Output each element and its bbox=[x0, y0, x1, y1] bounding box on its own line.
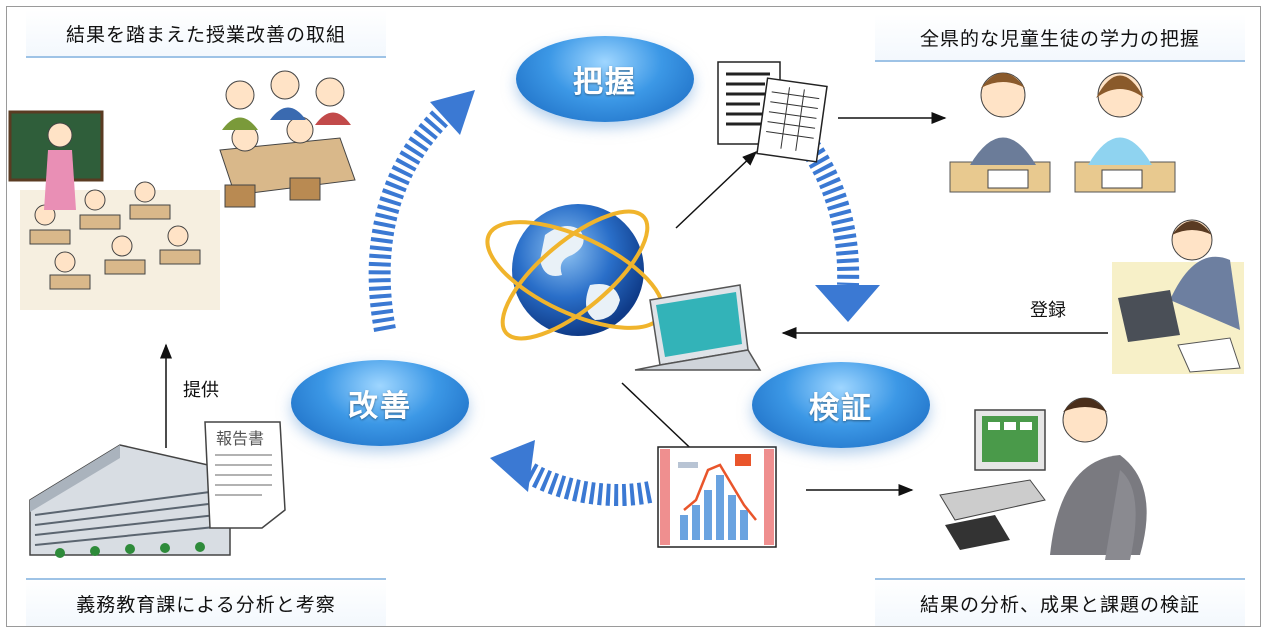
registrar-icon bbox=[1112, 219, 1244, 374]
diagram-frame bbox=[6, 6, 1261, 627]
teachers-meeting-icon bbox=[219, 70, 356, 208]
classroom-icon bbox=[8, 110, 220, 310]
cycle-arrow-bottom bbox=[490, 440, 653, 507]
title-top-right: 全県的な児童生徒の学力の把握 bbox=[875, 14, 1245, 62]
answer-sheets-icon bbox=[717, 61, 828, 163]
stage-improve-node: 改善 bbox=[291, 360, 469, 446]
report-document-label: 報告書 bbox=[216, 429, 264, 448]
title-bottom-left: 義務教育課による分析と考察 bbox=[26, 578, 386, 626]
report-document-icon: 報告書 bbox=[204, 421, 286, 529]
stage-verify-node: 検証 bbox=[752, 362, 930, 448]
chart-thumbnail-icon bbox=[657, 446, 777, 548]
stage-grasp-node: 把握 bbox=[516, 36, 694, 122]
cycle-arrow-top-left bbox=[368, 90, 475, 333]
office-building-icon bbox=[29, 444, 231, 558]
title-top-left: 結果を踏まえた授業改善の取組 bbox=[26, 10, 386, 58]
analyst-icon bbox=[939, 397, 1147, 560]
register-label: 登録 bbox=[1030, 300, 1066, 321]
students-icon bbox=[949, 72, 1176, 193]
title-bottom-right: 結果の分析、成果と課題の検証 bbox=[875, 578, 1245, 626]
globe-icon bbox=[485, 204, 665, 341]
laptop-icon bbox=[634, 284, 762, 371]
cycle-arrow-top-right bbox=[796, 133, 880, 322]
provide-label: 提供 bbox=[183, 380, 219, 401]
arrow-globe-to-sheets bbox=[675, 150, 758, 229]
